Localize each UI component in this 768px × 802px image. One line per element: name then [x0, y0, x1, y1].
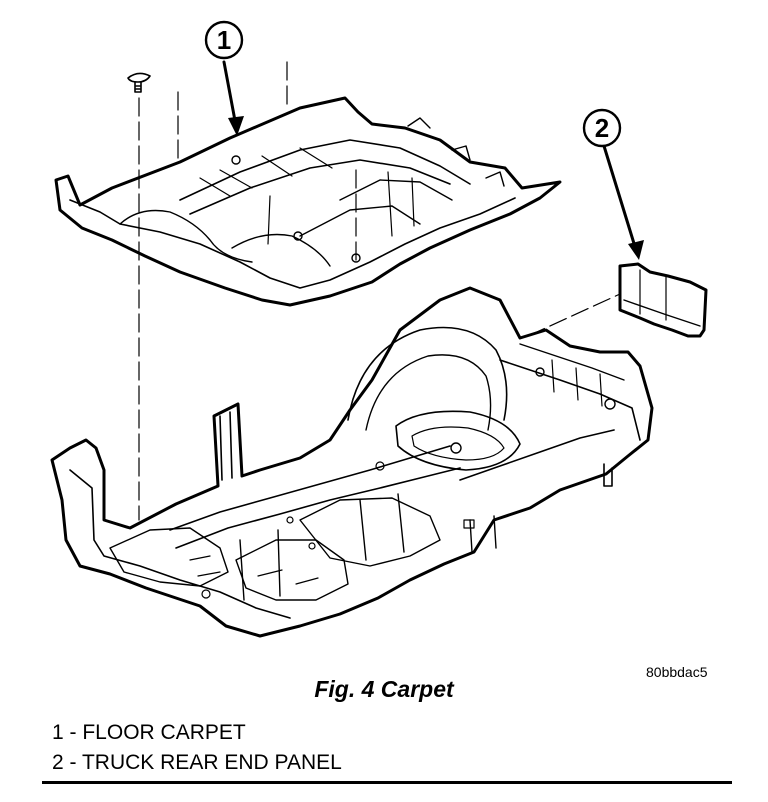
push-pin-fastener — [127, 72, 151, 93]
callout-leaders — [222, 60, 638, 252]
legend-item-truck-rear-end-panel: 2 - TRUCK REAR END PANEL — [52, 748, 342, 778]
callout-1 — [204, 20, 244, 60]
alignment-lines — [138, 61, 621, 521]
legend: 1 - FLOOR CARPET 2 - TRUCK REAR END PANE… — [52, 718, 342, 778]
legend-number: 2 — [52, 751, 64, 774]
callout-2-number: 2 — [595, 113, 609, 143]
callout-1-leader — [222, 60, 238, 128]
callout-1-number: 1 — [217, 25, 231, 55]
callout-1-arrowhead — [228, 116, 244, 136]
figure-caption: Fig. 4 Carpet — [314, 676, 454, 702]
floor-carpet — [54, 96, 562, 307]
callout-2 — [582, 108, 622, 148]
bottom-rule — [42, 781, 732, 784]
vehicle-floor-pan — [50, 286, 654, 638]
legend-label: - FLOOR CARPET — [69, 721, 246, 744]
truck-rear-end-panel — [618, 262, 708, 338]
callout-2-arrowhead — [628, 240, 644, 260]
callout-2-leader — [602, 144, 638, 252]
legend-label: - TRUCK REAR END PANEL — [69, 751, 342, 774]
figure-code: 80bbdac5 — [646, 664, 708, 680]
legend-item-floor-carpet: 1 - FLOOR CARPET — [52, 718, 342, 748]
legend-number: 1 — [52, 721, 64, 744]
callout-arrowheads — [228, 116, 644, 260]
